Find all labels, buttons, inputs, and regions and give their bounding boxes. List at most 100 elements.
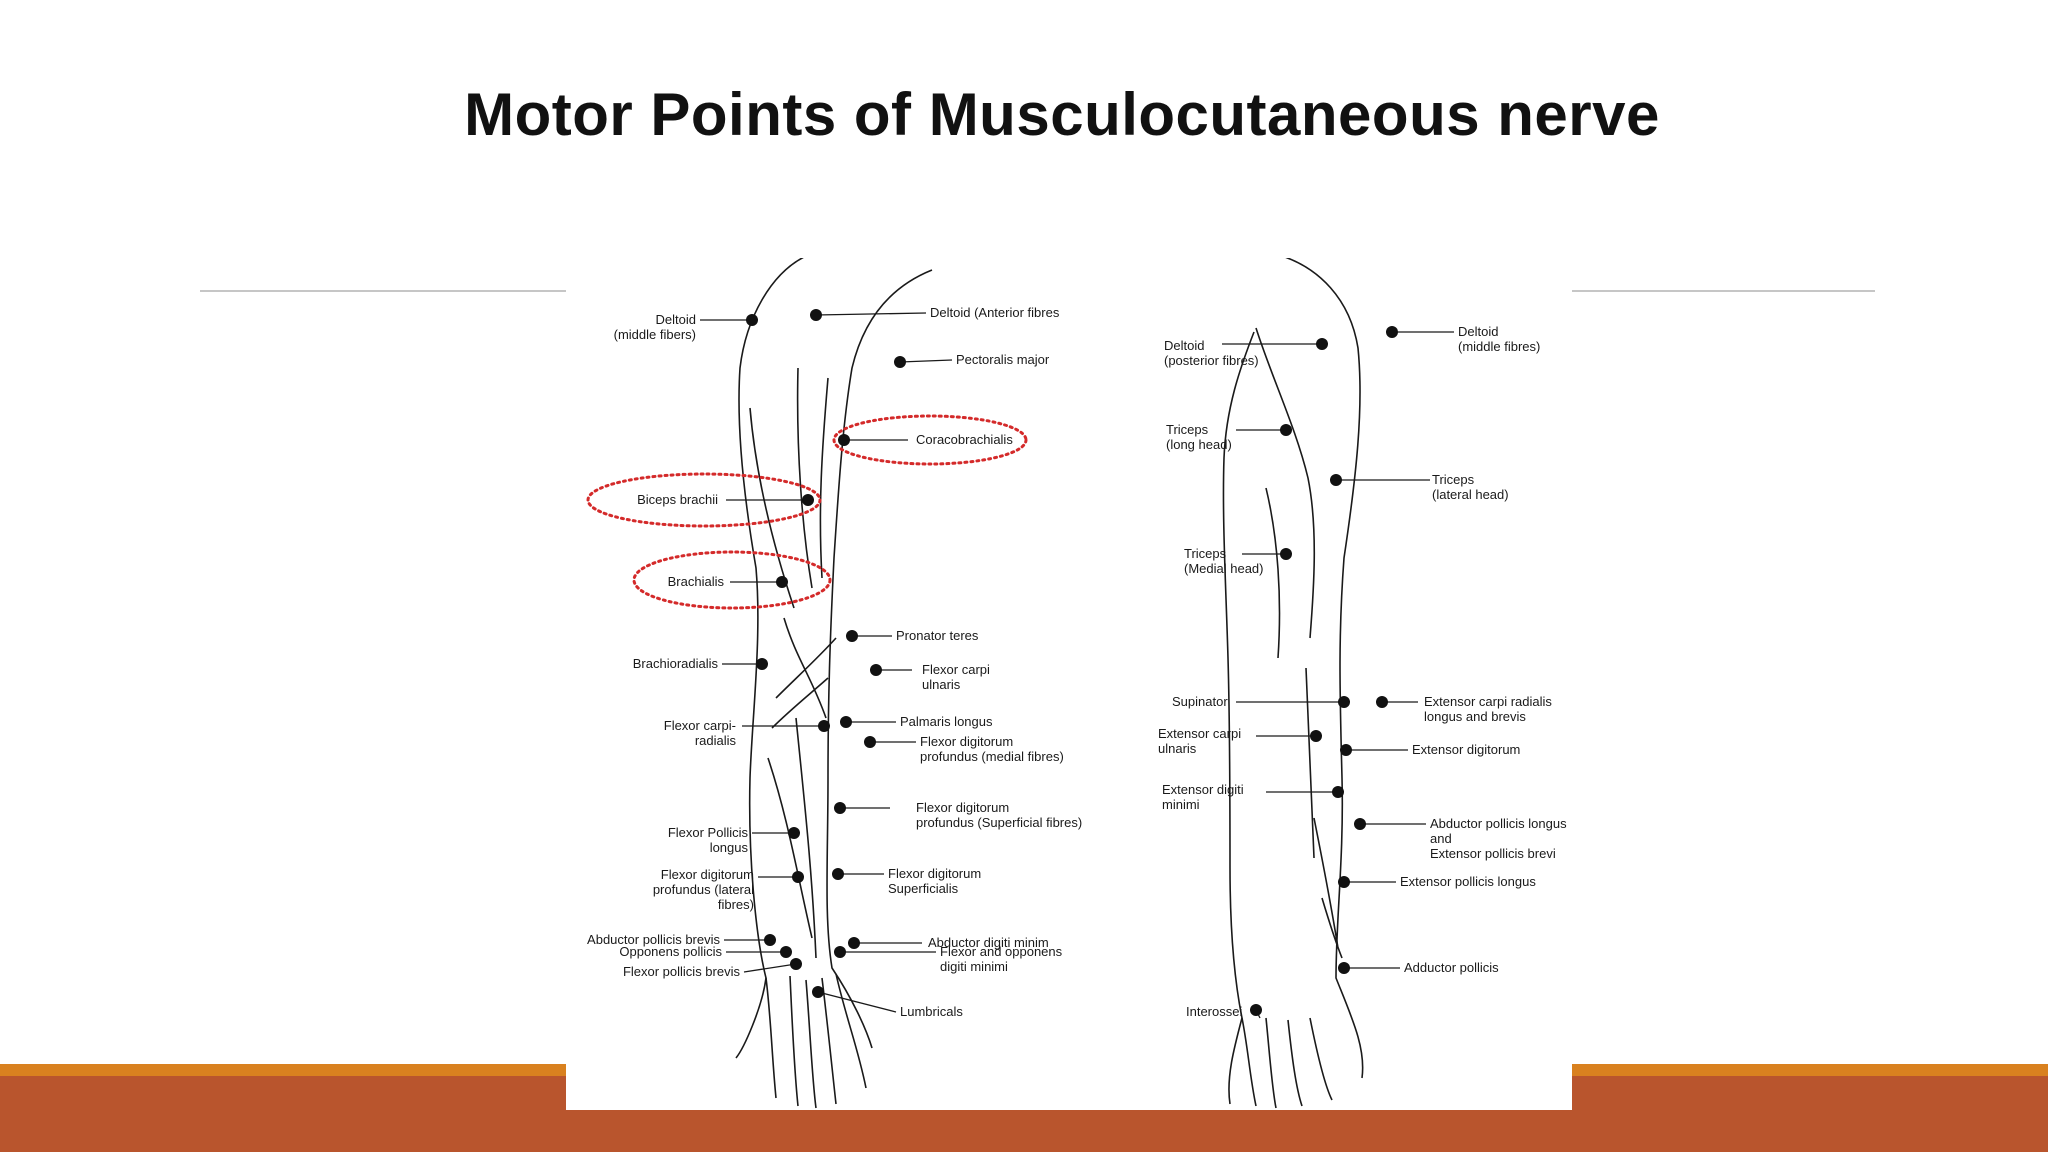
posterior-arm-outline-right bbox=[1285, 258, 1364, 1079]
posterior-muscle-label-line: and bbox=[1430, 831, 1452, 846]
anterior-motor-point-dot bbox=[746, 314, 758, 326]
anterior-muscle-label-line: Flexor pollicis brevis bbox=[623, 964, 741, 979]
anterior-motor-point-dot bbox=[792, 871, 804, 883]
anterior-pointer-line bbox=[817, 991, 897, 1013]
posterior-motor-point-dot bbox=[1386, 326, 1398, 338]
anterior-muscle-label-line: Coracobrachialis bbox=[916, 432, 1013, 447]
slide-title: Motor Points of Musculocutaneous nerve bbox=[464, 81, 1660, 148]
anterior-motor-point-dot bbox=[834, 802, 846, 814]
posterior-motor-point-dot bbox=[1338, 962, 1350, 974]
posterior-muscle-label-line: Triceps bbox=[1432, 472, 1475, 487]
anterior-muscle-label: Flexor carpi-radialis bbox=[664, 718, 737, 748]
arm-outlines bbox=[735, 258, 1364, 1109]
anterior-pointer-line bbox=[899, 359, 953, 363]
posterior-muscle-label-line: ulnaris bbox=[1158, 741, 1197, 756]
anterior-muscle-label-line: radialis bbox=[695, 733, 737, 748]
anterior-motor-point-dot bbox=[776, 576, 788, 588]
anterior-muscle-label-line: Brachialis bbox=[668, 574, 725, 589]
posterior-muscle-label-line: Deltoid bbox=[1458, 324, 1498, 339]
anterior-motor-point-dot bbox=[756, 658, 768, 670]
anterior-muscle-label: Lumbricals bbox=[900, 1004, 963, 1019]
anterior-motor-point-dot bbox=[846, 630, 858, 642]
anterior-muscle-label-line: Flexor digitorum bbox=[916, 800, 1009, 815]
anterior-muscle-label-line: Superficialis bbox=[888, 881, 959, 896]
posterior-muscle-label-line: (long head) bbox=[1166, 437, 1232, 452]
anterior-muscle-label-line: profundus (Superficial fibres) bbox=[916, 815, 1082, 830]
highlight-oval bbox=[586, 472, 822, 528]
highlight-oval bbox=[832, 414, 1028, 466]
anterior-muscle-label-line: Deltoid bbox=[656, 312, 696, 327]
anterior-muscle-label-line: Flexor digitorum bbox=[661, 867, 754, 882]
posterior-muscle-label-line: (lateral head) bbox=[1432, 487, 1509, 502]
posterior-muscle-label-line: Triceps bbox=[1184, 546, 1227, 561]
title-rule-right bbox=[1571, 290, 1875, 292]
anterior-motor-point-dot bbox=[818, 720, 830, 732]
posterior-hand-fingers bbox=[1241, 1017, 1333, 1109]
posterior-muscle-label: Deltoid(posterior fibres) bbox=[1164, 338, 1259, 368]
posterior-muscle-label-line: Extensor carpi radialis bbox=[1424, 694, 1552, 709]
posterior-muscle-label: Triceps(Medial head) bbox=[1184, 546, 1264, 576]
anterior-muscle-label-line: Opponens pollicis bbox=[619, 944, 722, 959]
posterior-muscle-label: Triceps(lateral head) bbox=[1432, 472, 1509, 502]
posterior-muscle-label-line: (posterior fibres) bbox=[1164, 353, 1259, 368]
anterior-motor-point-dot bbox=[802, 494, 814, 506]
anterior-muscle-label-line: Abductor digiti minim bbox=[928, 935, 1049, 950]
anterior-motor-point-dot bbox=[894, 356, 906, 368]
posterior-muscle-label-line: Deltoid bbox=[1164, 338, 1204, 353]
anterior-muscle-label: Deltoid (Anterior fibres bbox=[930, 305, 1060, 320]
anterior-muscle-label-line: Flexor Pollicis bbox=[668, 825, 749, 840]
posterior-motor-point-dot bbox=[1310, 730, 1322, 742]
anterior-motor-point-dot bbox=[812, 986, 824, 998]
anterior-motor-point-dot bbox=[780, 946, 792, 958]
anterior-motor-point-dot bbox=[848, 937, 860, 949]
anterior-muscle-label-line: Pectoralis major bbox=[956, 352, 1050, 367]
posterior-motor-point-dot bbox=[1376, 696, 1388, 708]
anterior-muscle-label: Abductor digiti minim bbox=[928, 935, 1049, 950]
posterior-muscle-label: Interossei bbox=[1186, 1004, 1242, 1019]
anterior-muscle-label: Flexor pollicis brevis bbox=[623, 964, 741, 979]
anterior-motor-point-dot bbox=[788, 827, 800, 839]
anterior-muscle-label-line: Lumbricals bbox=[900, 1004, 963, 1019]
posterior-muscle-label-line: Interossei bbox=[1186, 1004, 1242, 1019]
anterior-muscle-label-line: Deltoid (Anterior fibres bbox=[930, 305, 1060, 320]
posterior-muscle-label: Deltoid(middle fibres) bbox=[1458, 324, 1540, 354]
anterior-muscle-label-line: fibres) bbox=[718, 897, 754, 912]
anterior-muscle-label-line: Palmaris longus bbox=[900, 714, 993, 729]
anterior-pointer-line bbox=[743, 963, 797, 973]
posterior-muscle-label: Extensor pollicis longus bbox=[1400, 874, 1536, 889]
anterior-motor-point-dot bbox=[870, 664, 882, 676]
posterior-muscle-label-line: longus and brevis bbox=[1424, 709, 1526, 724]
anterior-muscle-label-line: ulnaris bbox=[922, 677, 961, 692]
anterior-muscle-label: Brachioradialis bbox=[633, 656, 719, 671]
anterior-motor-point-dot bbox=[834, 946, 846, 958]
anterior-muscle-label-line: Flexor digitorum bbox=[920, 734, 1013, 749]
anterior-motor-point-dot bbox=[810, 309, 822, 321]
anterior-muscle-label-line: longus bbox=[710, 840, 749, 855]
anterior-motor-point-dot bbox=[832, 868, 844, 880]
anterior-muscle-label-line: Flexor digitorum bbox=[888, 866, 981, 881]
posterior-motor-point-dot bbox=[1354, 818, 1366, 830]
posterior-motor-point-dot bbox=[1338, 876, 1350, 888]
posterior-motor-point-dot bbox=[1338, 696, 1350, 708]
anterior-muscle-label: Coracobrachialis bbox=[916, 432, 1013, 447]
posterior-muscle-label: Extensor digitorum bbox=[1412, 742, 1520, 757]
highlight-ovals bbox=[586, 414, 1028, 610]
muscle-labels: Deltoid(middle fibers)Deltoid (Anterior … bbox=[587, 305, 1567, 1019]
posterior-motor-point-dot bbox=[1280, 548, 1292, 560]
posterior-muscle-label-line: Adductor pollicis bbox=[1404, 960, 1499, 975]
posterior-muscle-label-line: Triceps bbox=[1166, 422, 1209, 437]
anterior-arm-outline-right bbox=[826, 269, 933, 1049]
anterior-muscle-label-line: Brachioradialis bbox=[633, 656, 719, 671]
anterior-pointer-line bbox=[815, 312, 927, 316]
posterior-muscle-label-line: Extensor carpi bbox=[1158, 726, 1241, 741]
posterior-muscle-label-line: (middle fibres) bbox=[1458, 339, 1540, 354]
anterior-muscle-label-line: Biceps brachii bbox=[637, 492, 718, 507]
anterior-muscle-label-line: profundus (lateral bbox=[653, 882, 754, 897]
anterior-muscle-label-line: Abductor pollicis brevis bbox=[587, 932, 720, 947]
